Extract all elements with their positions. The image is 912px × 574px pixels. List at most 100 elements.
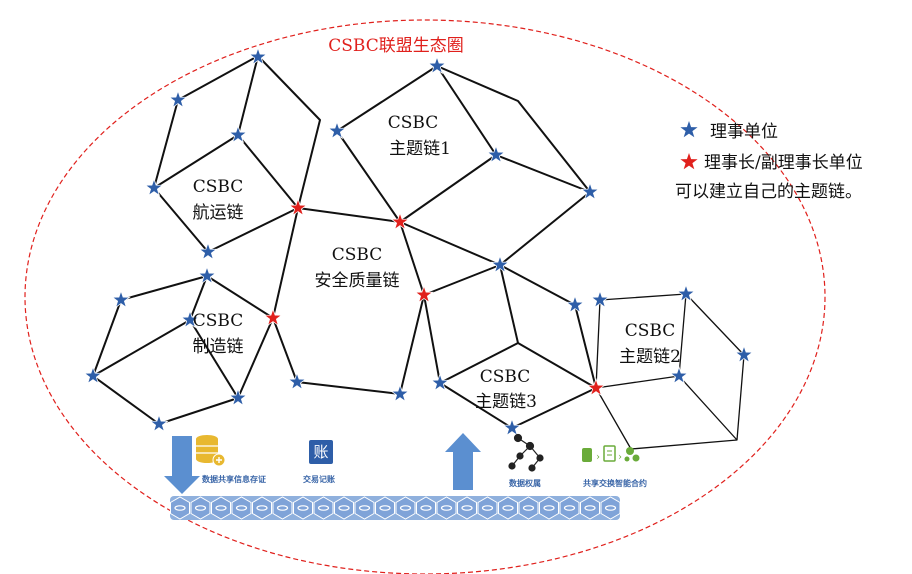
chain-block xyxy=(600,496,621,520)
legend-note: 可以建立自己的主题链。 xyxy=(675,182,862,202)
legend: 理事单位 理事长/副理事长单位 可以建立自己的主题链。 xyxy=(675,121,863,202)
topic3-chain-label-line2: 主题链3 xyxy=(475,392,537,412)
chain-link-icon xyxy=(543,505,555,511)
chain-block xyxy=(313,496,334,520)
shipping-chain-label-line1: CSBC xyxy=(193,177,243,197)
contract-feature-label: 共享交换智能合约 xyxy=(583,478,647,488)
director-star xyxy=(111,290,131,308)
director-star xyxy=(168,90,188,108)
chain-block xyxy=(457,496,477,520)
belt-blocks xyxy=(170,496,621,520)
storage-feature-label: 数据共享信息存证 xyxy=(202,474,266,484)
ledger-feature-label: 交易记账 xyxy=(303,474,335,484)
manufacturing-chain-label-line2: 制造链 xyxy=(193,337,244,357)
topic1-chain-label-line2: 主题链1 xyxy=(389,139,451,159)
topic3-chain-edge xyxy=(499,264,519,344)
chain-link-icon xyxy=(420,505,432,511)
chain-block xyxy=(231,496,252,520)
chain-block xyxy=(354,496,375,520)
chain-link-icon xyxy=(358,505,371,511)
safety-chain-label-line2: 安全质量链 xyxy=(315,271,400,291)
chain-link-icon xyxy=(256,505,268,511)
legend-red-star-icon xyxy=(680,153,698,170)
topic2-chain-outline xyxy=(595,293,745,450)
topic2-chain-label-line2: 主题链2 xyxy=(619,347,681,367)
chain-block xyxy=(559,496,580,520)
chain-block xyxy=(272,496,293,520)
chain-link-icon xyxy=(379,505,391,511)
chain-link-icon xyxy=(440,505,453,511)
legend-chairman-label: 理事长/副理事长单位 xyxy=(704,153,863,173)
director-star xyxy=(327,121,347,139)
chairman-star xyxy=(586,378,606,396)
diagram-title: CSBC联盟生态圈 xyxy=(328,36,463,56)
safety-chain-outline xyxy=(272,207,425,395)
topic3-chain-edge xyxy=(439,342,519,384)
director-star xyxy=(144,178,164,196)
chain-link-icon xyxy=(317,505,330,511)
chain-link-icon xyxy=(174,505,186,511)
shipping-chain-inner xyxy=(153,55,259,189)
chain-block xyxy=(375,496,395,520)
chain-block xyxy=(293,496,313,520)
safety-chain-label-line1: CSBC xyxy=(332,245,382,265)
legend-blue-star-icon xyxy=(680,121,698,138)
director-star xyxy=(565,295,585,313)
chain-link-icon xyxy=(297,505,309,511)
chain-block xyxy=(477,496,498,520)
chain-link-icon xyxy=(481,505,494,511)
legend-director-label: 理事单位 xyxy=(710,122,778,142)
chain-link-icon xyxy=(235,505,248,511)
chain-link-icon xyxy=(194,505,207,511)
director-star xyxy=(228,388,248,406)
chain-link-icon xyxy=(399,505,412,511)
topic3-chain-edge xyxy=(517,342,597,389)
director-star xyxy=(287,372,307,390)
chain-block xyxy=(416,496,436,520)
shipping-chain-edge xyxy=(237,134,299,209)
director-star xyxy=(149,414,169,432)
director-star xyxy=(390,384,410,402)
rights-feature-label: 数据权属 xyxy=(509,478,541,488)
shipping-chain-label-line2: 航运链 xyxy=(193,203,244,223)
chain-block xyxy=(395,496,416,520)
chairman-star xyxy=(390,212,410,230)
chain-block xyxy=(170,496,190,520)
topic1-chain-outline xyxy=(336,65,591,266)
chain-link-icon xyxy=(502,505,514,511)
database-icon xyxy=(196,435,226,467)
topic2-chain-label-line1: CSBC xyxy=(625,321,675,341)
svg-text:›: › xyxy=(618,452,622,463)
node-stars xyxy=(83,47,754,436)
ecosystem-border xyxy=(24,19,826,574)
blockchain-belt xyxy=(170,496,621,520)
ledger-icon: 账 xyxy=(309,440,333,464)
chain-block xyxy=(580,496,600,520)
up-arrow-icon xyxy=(445,433,481,490)
down-arrow-icon xyxy=(164,436,200,494)
svg-text:›: › xyxy=(596,452,600,463)
topic1-chain-label-line1: CSBC xyxy=(388,113,438,133)
chain-block xyxy=(436,496,457,520)
ledger-icon-glyph: 账 xyxy=(313,443,328,461)
topic2-chain-edge xyxy=(678,293,687,377)
topic1-chain-edge xyxy=(399,154,497,223)
manufacturing-chain-edge xyxy=(189,319,239,399)
chain-block xyxy=(498,496,518,520)
topic3-chain-label-line1: CSBC xyxy=(480,367,530,387)
chain-block xyxy=(518,496,539,520)
chain-link-icon xyxy=(522,505,535,511)
chain-link-icon xyxy=(563,505,576,511)
chain-link-icon xyxy=(215,505,227,511)
chain-block xyxy=(190,496,211,520)
topic2-chain-inner xyxy=(595,375,738,441)
director-star xyxy=(669,366,689,384)
chain-link-icon xyxy=(461,505,473,511)
network-rights-icon xyxy=(508,433,544,472)
director-star xyxy=(502,418,522,436)
director-star xyxy=(490,255,510,273)
topic1-chain-inner xyxy=(436,65,591,193)
chain-link-icon xyxy=(584,505,596,511)
